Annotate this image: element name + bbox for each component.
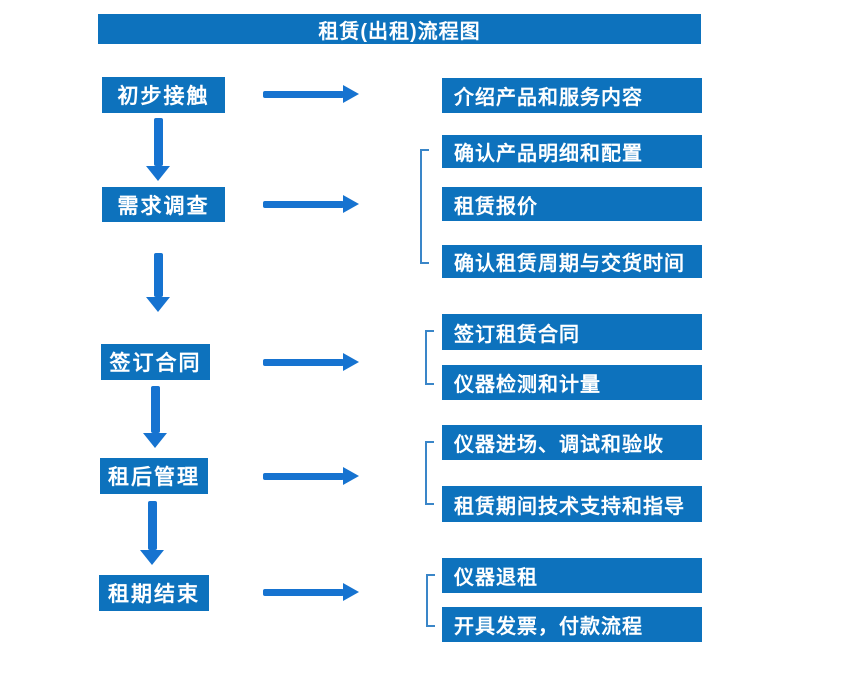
arrow-shaft	[263, 359, 344, 366]
detail-instrument-return: 仪器退租	[442, 558, 702, 593]
arrow-head-icon	[146, 166, 170, 181]
detail-rental-quote: 租赁报价	[442, 187, 702, 221]
arrow-shaft	[263, 201, 344, 208]
arrow-down-1	[146, 118, 170, 181]
arrow-head-icon	[143, 433, 167, 448]
step-post-rental-management: 租后管理	[100, 458, 208, 494]
detail-instrument-arrival-acceptance: 仪器进场、调试和验收	[442, 425, 702, 460]
arrow-shaft	[263, 91, 344, 98]
detail-confirm-period-delivery: 确认租赁周期与交货时间	[442, 245, 702, 278]
arrow-right-4	[263, 467, 359, 485]
step-demand-survey: 需求调查	[102, 187, 225, 222]
arrow-head-icon	[140, 550, 164, 565]
detail-confirm-product-details: 确认产品明细和配置	[442, 135, 702, 168]
step-sign-contract: 签订合同	[101, 344, 210, 380]
step-rental-end: 租期结束	[99, 575, 209, 611]
detail-instrument-inspection: 仪器检测和计量	[442, 365, 702, 400]
arrow-head-icon	[146, 297, 170, 312]
bracket-rental-end-group	[426, 574, 435, 627]
arrow-down-4	[140, 501, 164, 565]
arrow-right-5	[263, 583, 359, 601]
arrow-head-icon	[343, 467, 359, 485]
arrow-head-icon	[343, 85, 359, 103]
arrow-right-1	[263, 85, 359, 103]
detail-sign-rental-contract: 签订租赁合同	[442, 314, 702, 350]
detail-introduce-products: 介绍产品和服务内容	[442, 78, 702, 113]
bracket-post-rental-group	[425, 441, 434, 505]
arrow-shaft	[148, 501, 157, 550]
arrow-shaft	[154, 118, 163, 166]
bracket-demand-survey-group	[420, 149, 429, 264]
bracket-sign-contract-group	[425, 330, 434, 385]
arrow-shaft	[263, 473, 344, 480]
detail-tech-support-guidance: 租赁期间技术支持和指导	[442, 486, 702, 522]
arrow-shaft	[263, 589, 344, 596]
arrow-head-icon	[343, 353, 359, 371]
flowchart-title: 租赁(出租)流程图	[98, 14, 701, 44]
arrow-down-3	[143, 386, 167, 448]
arrow-down-2	[146, 253, 170, 312]
arrow-shaft	[151, 386, 160, 433]
step-initial-contact: 初步接触	[102, 77, 225, 113]
detail-invoice-payment: 开具发票，付款流程	[442, 607, 702, 642]
arrow-head-icon	[343, 195, 359, 213]
arrow-right-3	[263, 353, 359, 371]
arrow-right-2	[263, 195, 359, 213]
arrow-head-icon	[343, 583, 359, 601]
arrow-shaft	[154, 253, 163, 297]
